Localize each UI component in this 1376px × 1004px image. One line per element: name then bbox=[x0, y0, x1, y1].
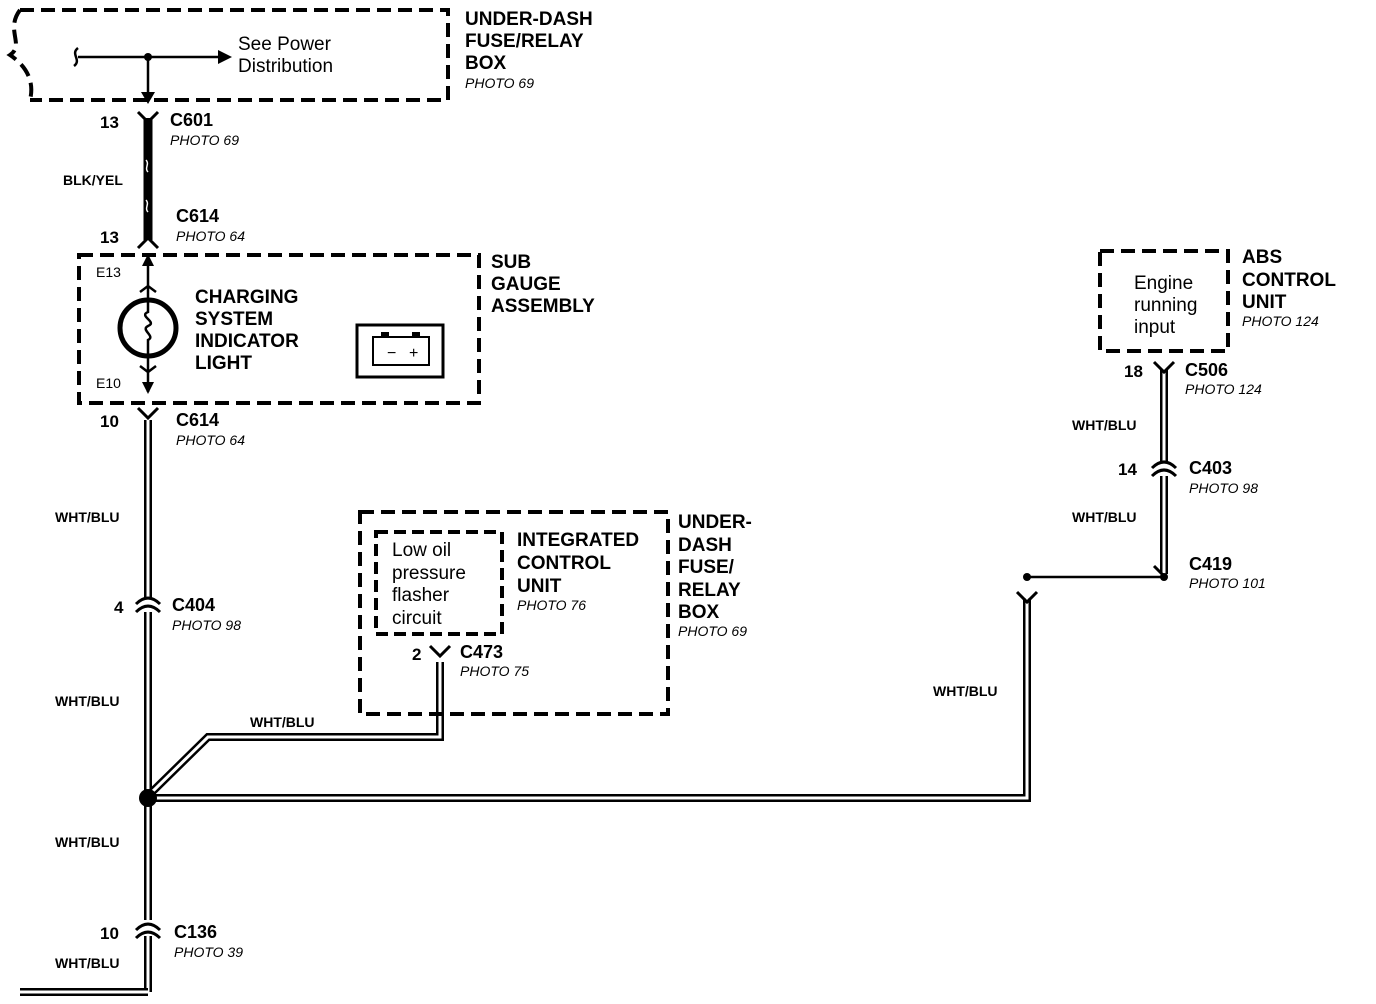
connector-c473 bbox=[428, 644, 452, 659]
abs-title-2: CONTROL bbox=[1242, 270, 1336, 291]
icu-box-photo: PHOTO 69 bbox=[678, 623, 747, 639]
arrow-right-icon bbox=[218, 50, 232, 64]
battery-minus: − bbox=[387, 345, 396, 362]
connector-c403 bbox=[1150, 460, 1178, 478]
icu-inner-2: pressure bbox=[392, 563, 466, 584]
c136-pin: 10 bbox=[100, 924, 119, 943]
c419-name: C419 bbox=[1189, 554, 1232, 574]
wire-wht-blu-main bbox=[20, 420, 152, 996]
indicator-label-2: SYSTEM bbox=[195, 309, 273, 330]
c136-name: C136 bbox=[174, 922, 217, 942]
splice-point bbox=[139, 789, 157, 807]
wire-blk-yel bbox=[143, 118, 153, 240]
abs-title-1: ABS bbox=[1242, 247, 1282, 268]
c473-pin: 2 bbox=[412, 645, 421, 664]
integrated-control-unit bbox=[358, 510, 670, 716]
indicator-label-4: LIGHT bbox=[195, 353, 252, 374]
wire-label-wht-blu-1: WHT/BLU bbox=[55, 509, 120, 525]
icu-box-title-4: RELAY bbox=[678, 580, 741, 601]
c614-bottom-photo: PHOTO 64 bbox=[176, 432, 245, 448]
wire-label-wht-blu-8: WHT/BLU bbox=[55, 955, 120, 971]
c614-bottom-pin: 10 bbox=[100, 412, 119, 431]
connector-c136 bbox=[134, 922, 162, 940]
fuse-box-top-title-2: FUSE/RELAY bbox=[465, 31, 584, 52]
indicator-label-1: CHARGING bbox=[195, 287, 298, 308]
wire-wht-blu-branch-icu bbox=[149, 662, 444, 795]
c403-pin: 14 bbox=[1118, 460, 1137, 479]
c404-photo: PHOTO 98 bbox=[172, 617, 241, 633]
icu-inner-3: flasher bbox=[392, 585, 450, 606]
fuse-box-top-photo: PHOTO 69 bbox=[465, 75, 534, 91]
c419-photo: PHOTO 101 bbox=[1189, 575, 1266, 591]
c403-photo: PHOTO 98 bbox=[1189, 480, 1258, 496]
icu-title-2: CONTROL bbox=[517, 553, 611, 574]
c601-pin: 13 bbox=[100, 113, 119, 132]
icu-box-title-5: BOX bbox=[678, 602, 720, 623]
connector-c614-bottom bbox=[136, 406, 160, 421]
icu-title-3: UNIT bbox=[517, 576, 562, 597]
icu-title-1: INTEGRATED bbox=[517, 530, 639, 551]
fuse-box-top-title-3: BOX bbox=[465, 53, 507, 74]
abs-inner-3: input bbox=[1134, 317, 1176, 338]
c403-name: C403 bbox=[1189, 458, 1232, 478]
terminal-e10: E10 bbox=[96, 375, 121, 391]
c506-name: C506 bbox=[1185, 360, 1228, 380]
c473-name: C473 bbox=[460, 642, 503, 662]
wire-label-wht-blu-4: WHT/BLU bbox=[933, 683, 998, 699]
fuse-box-top-title-1: UNDER-DASH bbox=[465, 9, 593, 30]
sub-gauge-title-2: GAUGE bbox=[491, 274, 561, 295]
c136-photo: PHOTO 39 bbox=[174, 944, 243, 960]
abs-photo: PHOTO 124 bbox=[1242, 313, 1319, 329]
icu-inner-4: circuit bbox=[392, 608, 442, 629]
c404-pin: 4 bbox=[114, 598, 124, 617]
wire-wht-blu-branch-abs bbox=[152, 598, 1031, 802]
wire-label-wht-blu-2: WHT/BLU bbox=[55, 693, 120, 709]
sub-gauge-title-1: SUB bbox=[491, 252, 531, 273]
c601-name: C601 bbox=[170, 110, 213, 130]
c614-top-pin: 13 bbox=[100, 228, 119, 247]
power-distribution-note-line2: Distribution bbox=[238, 56, 333, 77]
battery-icon bbox=[355, 323, 445, 379]
connector-c419 bbox=[1015, 564, 1168, 605]
wire-label-wht-blu-6: WHT/BLU bbox=[1072, 417, 1137, 433]
icu-box-title-3: FUSE/ bbox=[678, 557, 735, 578]
terminal-e13: E13 bbox=[96, 264, 121, 280]
c601-photo: PHOTO 69 bbox=[170, 132, 239, 148]
c614-top-photo: PHOTO 64 bbox=[176, 228, 245, 244]
connector-c404 bbox=[134, 596, 162, 614]
c614-top-name: C614 bbox=[176, 206, 219, 226]
power-distribution-note-line1: See Power bbox=[238, 34, 332, 55]
icu-box-title-2: DASH bbox=[678, 535, 732, 556]
abs-inner-1: Engine bbox=[1134, 273, 1193, 294]
indicator-label-3: INDICATOR bbox=[195, 331, 299, 352]
c473-photo: PHOTO 75 bbox=[460, 663, 529, 679]
sub-gauge-assembly bbox=[77, 253, 481, 405]
connector-c601 bbox=[136, 110, 160, 125]
wire-label-wht-blu-3: WHT/BLU bbox=[250, 714, 315, 730]
icu-box-title-1: UNDER- bbox=[678, 512, 752, 533]
under-dash-fuse-relay-box-top: See Power Distribution bbox=[6, 8, 450, 104]
abs-title-3: UNIT bbox=[1242, 292, 1287, 313]
sub-gauge-title-3: ASSEMBLY bbox=[491, 296, 595, 317]
battery-plus: + bbox=[409, 345, 418, 362]
connector-c614-top bbox=[136, 235, 160, 250]
connector-c506 bbox=[1152, 360, 1176, 375]
arrow-down-icon bbox=[141, 92, 155, 104]
c506-pin: 18 bbox=[1124, 362, 1143, 381]
wire-label-blk-yel: BLK/YEL bbox=[63, 172, 123, 188]
wire-label-wht-blu-7: WHT/BLU bbox=[1072, 509, 1137, 525]
abs-inner-2: running bbox=[1134, 295, 1197, 316]
wire-label-wht-blu-5: WHT/BLU bbox=[55, 834, 120, 850]
c506-photo: PHOTO 124 bbox=[1185, 381, 1262, 397]
icu-photo: PHOTO 76 bbox=[517, 597, 586, 613]
c614-bottom-name: C614 bbox=[176, 410, 219, 430]
icu-inner-1: Low oil bbox=[392, 540, 451, 561]
abs-control-unit bbox=[1098, 249, 1230, 353]
c404-name: C404 bbox=[172, 595, 215, 615]
